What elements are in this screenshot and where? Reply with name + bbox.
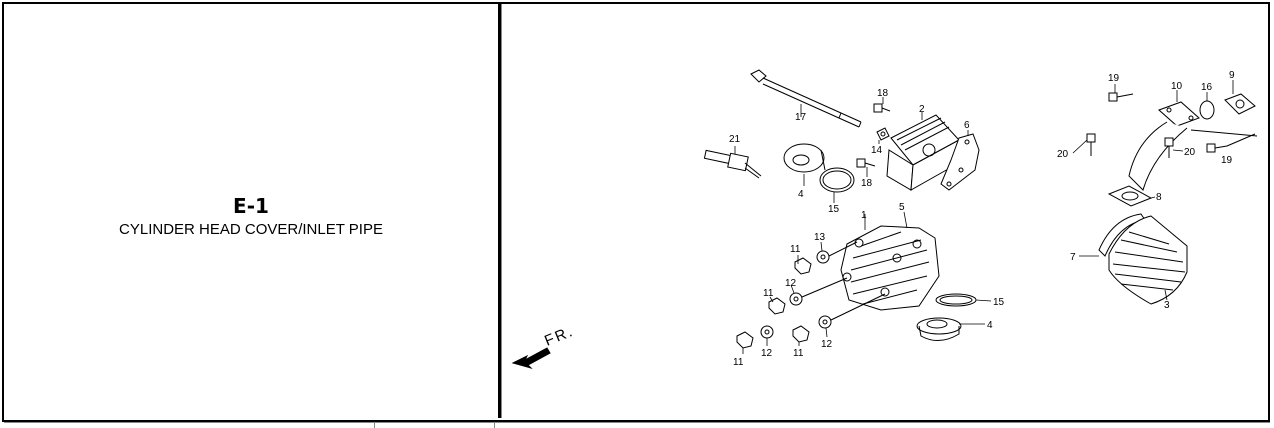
callout-7: 7 [1070,252,1076,263]
part-8-gasket [1107,185,1153,207]
part-20-bolt-a [1086,133,1096,156]
section-code: E-1 [233,194,269,218]
callout-19-b: 19 [1221,155,1233,166]
callout-11-d: 11 [793,348,804,359]
leader-lines [734,80,1234,354]
callout-5: 5 [899,202,905,213]
part-21-spark-plug [703,149,762,179]
part-1-head-cover [840,225,940,311]
exploded-parts-diagram: FR. 21 17 18 2 6 14 18 4 15 1 5 13 11 12… [511,69,1258,369]
part-10-inlet-pipe [1128,101,1200,191]
part-18-bolt [873,103,891,113]
part-4-cap-lower [916,317,962,341]
part-18-bolt-lower [856,158,876,168]
callout-12-b: 12 [761,348,773,359]
callout-19-a: 19 [1108,73,1120,84]
callout-8: 8 [1156,192,1162,203]
callout-17: 17 [795,112,807,123]
callout-20-b: 20 [1184,147,1196,158]
callout-15-lower: 15 [993,297,1005,308]
callout-9: 9 [1229,70,1235,81]
part-17-stud-bolt [750,69,862,128]
part-11-bolt-c [736,331,754,349]
callout-6: 6 [964,120,970,131]
callout-11-a: 11 [790,244,801,255]
part-14-washer [876,127,890,141]
callout-18: 18 [877,88,889,99]
callout-12-c: 12 [821,339,833,350]
part-12-washer-c [818,293,886,329]
callout-12-a: 12 [785,278,797,289]
diagram-cell: FR. 21 17 18 2 6 14 18 4 15 1 5 13 11 12… [501,4,1266,418]
callout-4-upper: 4 [798,189,804,200]
callout-4-lower: 4 [987,320,993,331]
callout-13: 13 [814,232,826,243]
part-3-cover [1108,215,1188,305]
callout-15-upper: 15 [828,204,840,215]
part-15-oring-upper [819,167,855,193]
section-title: CYLINDER HEAD COVER/INLET PIPE [119,221,383,238]
callout-16: 16 [1201,82,1213,93]
section-cell: E-1 CYLINDER HEAD COVER/INLET PIPE [4,4,498,418]
part-11-bolt-a [794,257,812,275]
callout-21: 21 [729,134,741,145]
part-19-bolt-b [1206,133,1256,153]
part-13-washer [816,241,858,264]
front-direction-arrow [511,347,551,369]
callout-11-b: 11 [763,288,774,299]
part-12-washer-b [760,325,774,339]
callout-1: 1 [861,210,867,221]
part-19-bolt-a [1108,92,1134,102]
part-16-oring [1199,100,1215,120]
callout-2: 2 [919,104,925,115]
callout-3: 3 [1164,300,1170,311]
part-20-bolt-b [1164,137,1174,158]
callout-10: 10 [1171,81,1183,92]
table-frame [2,2,1270,422]
part-15-oring-lower [935,293,977,307]
row-cell-separator-a [374,422,375,428]
callout-14: 14 [871,145,883,156]
part-2-tappet-cover [886,114,960,191]
callout-11-c: 11 [733,357,744,368]
part-9-insulator [1224,93,1256,115]
callout-20-a: 20 [1057,149,1069,160]
part-6-gasket [940,133,980,191]
part-4-cap-upper [783,143,826,173]
column-divider [498,4,501,418]
next-table-row [4,422,1270,428]
callout-18-lower: 18 [861,178,873,189]
part-11-bolt-d [792,325,810,343]
part-11-bolt-b [768,297,786,315]
row-cell-separator-b [494,422,495,428]
part-12-washer-a [789,277,848,306]
front-direction-label: FR. [542,323,576,350]
